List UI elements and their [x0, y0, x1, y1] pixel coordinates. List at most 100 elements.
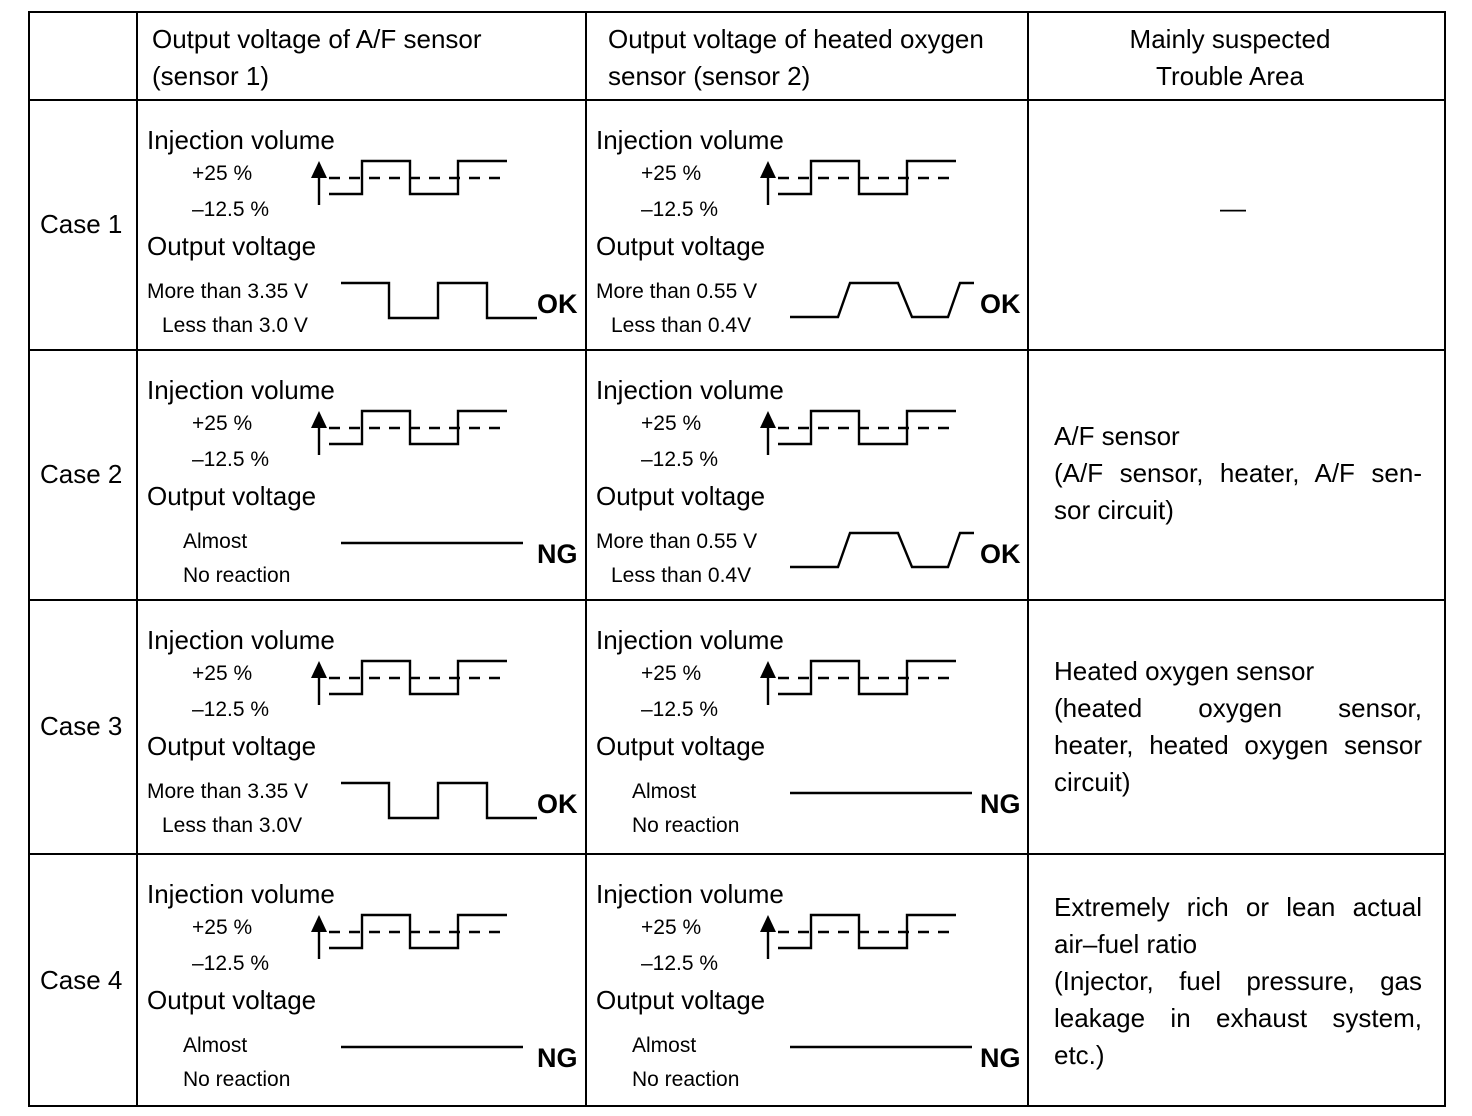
injection-waveform [311, 409, 507, 455]
af-output-label: Output voltage [147, 231, 317, 261]
up-arrow-icon [760, 411, 776, 428]
trouble-area-line: (Injector, fuel pressure, gas [1054, 965, 1422, 996]
trouble-area-line: (heated oxygen sensor, [1054, 693, 1422, 723]
column-divider [136, 13, 138, 1105]
output-signal [790, 281, 974, 319]
af-verdict: NG [537, 539, 578, 569]
header-area-line1: Mainly suspected [1129, 24, 1331, 54]
injection-waveform [760, 409, 956, 455]
ho2-injection-low: –12.5 % [641, 448, 719, 471]
injection-waveform [311, 913, 507, 959]
trouble-area-line: air–fuel ratio [1054, 928, 1198, 959]
header-af-line1: Output voltage of A/F sensor [152, 24, 482, 54]
trouble-area-line: Extremely rich or lean actual [1054, 891, 1422, 922]
output-signal [790, 531, 974, 569]
trouble-area-line: etc.) [1054, 1039, 1105, 1070]
ho2-output-label: Output voltage [596, 985, 766, 1015]
ho2-injection-low: –12.5 % [641, 698, 719, 721]
af-injection-label: Injection volume [147, 879, 335, 909]
af-verdict: OK [537, 789, 578, 819]
trouble-area-line: (A/F sensor, heater, A/F sen- [1054, 457, 1422, 488]
injection-signal [778, 159, 956, 196]
ho2-injection-low: –12.5 % [641, 198, 719, 221]
ho2-output-low: Less than 0.4V [611, 564, 752, 587]
af-verdict: OK [537, 289, 578, 319]
af-output-low: No reaction [183, 1068, 291, 1091]
case-label: Case 3 [40, 711, 123, 741]
up-arrow-icon [311, 161, 327, 178]
case-label: Case 1 [40, 209, 123, 239]
case-label: Case 2 [40, 459, 123, 489]
up-arrow-icon [760, 161, 776, 178]
af-injection-high: +25 % [192, 412, 253, 435]
output-waveform [341, 541, 523, 545]
ho2-output-low: No reaction [632, 814, 740, 837]
trouble-area-line: leakage in exhaust system, [1054, 1002, 1422, 1033]
output-waveform [341, 281, 537, 320]
up-arrow-icon [311, 661, 327, 678]
af-injection-low: –12.5 % [192, 698, 270, 721]
up-arrow-icon [311, 915, 327, 932]
ho2-output-high: More than 0.55 V [596, 530, 758, 553]
ho2-output-label: Output voltage [596, 481, 766, 511]
af-injection-high: +25 % [192, 916, 253, 939]
af-output-low: Less than 3.0 V [162, 314, 308, 337]
output-waveform [341, 1045, 523, 1049]
ho2-verdict: OK [980, 539, 1021, 569]
injection-waveform [760, 659, 956, 705]
ho2-output-label: Output voltage [596, 231, 766, 261]
output-waveform [341, 781, 537, 820]
case-label: Case 4 [40, 965, 123, 995]
af-injection-high: +25 % [192, 662, 253, 685]
output-waveform [790, 791, 972, 795]
ho2-injection-low: –12.5 % [641, 952, 719, 975]
injection-waveform [311, 159, 507, 205]
af-injection-low: –12.5 % [192, 448, 270, 471]
header-area-line2: Trouble Area [1156, 61, 1304, 91]
output-signal [341, 281, 537, 320]
af-injection-high: +25 % [192, 162, 253, 185]
af-output-high: Almost [183, 530, 248, 553]
ho2-injection-label: Injection volume [596, 879, 784, 909]
row-divider [30, 599, 1444, 601]
injection-signal [329, 913, 507, 950]
af-output-high: More than 3.35 V [147, 280, 309, 303]
af-injection-label: Injection volume [147, 625, 335, 655]
ho2-verdict: OK [980, 289, 1021, 319]
af-output-low: No reaction [183, 564, 291, 587]
af-output-high: More than 3.35 V [147, 780, 309, 803]
diagnosis-table: Output voltage of A/F sensor (sensor 1) … [28, 11, 1446, 1107]
ho2-output-high: More than 0.55 V [596, 280, 758, 303]
ho2-injection-high: +25 % [641, 162, 702, 185]
ho2-output-high: Almost [632, 1034, 697, 1057]
ho2-injection-high: +25 % [641, 662, 702, 685]
column-divider [585, 13, 587, 1105]
trouble-area-line: sor circuit) [1054, 494, 1174, 525]
header-af-line2: (sensor 1) [152, 61, 270, 91]
ho2-injection-high: +25 % [641, 916, 702, 939]
af-injection-low: –12.5 % [192, 952, 270, 975]
af-output-label: Output voltage [147, 985, 317, 1015]
injection-waveform [760, 913, 956, 959]
af-injection-label: Injection volume [147, 125, 335, 155]
trouble-area-line: heater, heated oxygen sensor [1054, 730, 1422, 760]
injection-signal [329, 159, 507, 196]
af-output-label: Output voltage [147, 731, 317, 761]
output-signal [341, 781, 537, 820]
output-waveform [790, 281, 974, 319]
up-arrow-icon [311, 411, 327, 428]
output-waveform [790, 1045, 972, 1049]
output-waveform [790, 531, 974, 569]
trouble-area-line: circuit) [1054, 767, 1131, 797]
af-output-label: Output voltage [147, 481, 317, 511]
row-divider [30, 99, 1444, 101]
header-ho2-line2: sensor (sensor 2) [608, 61, 811, 91]
trouble-area-line: Heated oxygen sensor [1054, 656, 1315, 686]
header-ho2-line1: Output voltage of heated oxygen [608, 24, 984, 54]
up-arrow-icon [760, 661, 776, 678]
af-output-low: Less than 3.0V [162, 814, 303, 837]
ho2-output-high: Almost [632, 780, 697, 803]
ho2-verdict: NG [980, 1043, 1021, 1073]
injection-waveform [311, 659, 507, 705]
trouble-area-line: A/F sensor [1054, 420, 1180, 451]
